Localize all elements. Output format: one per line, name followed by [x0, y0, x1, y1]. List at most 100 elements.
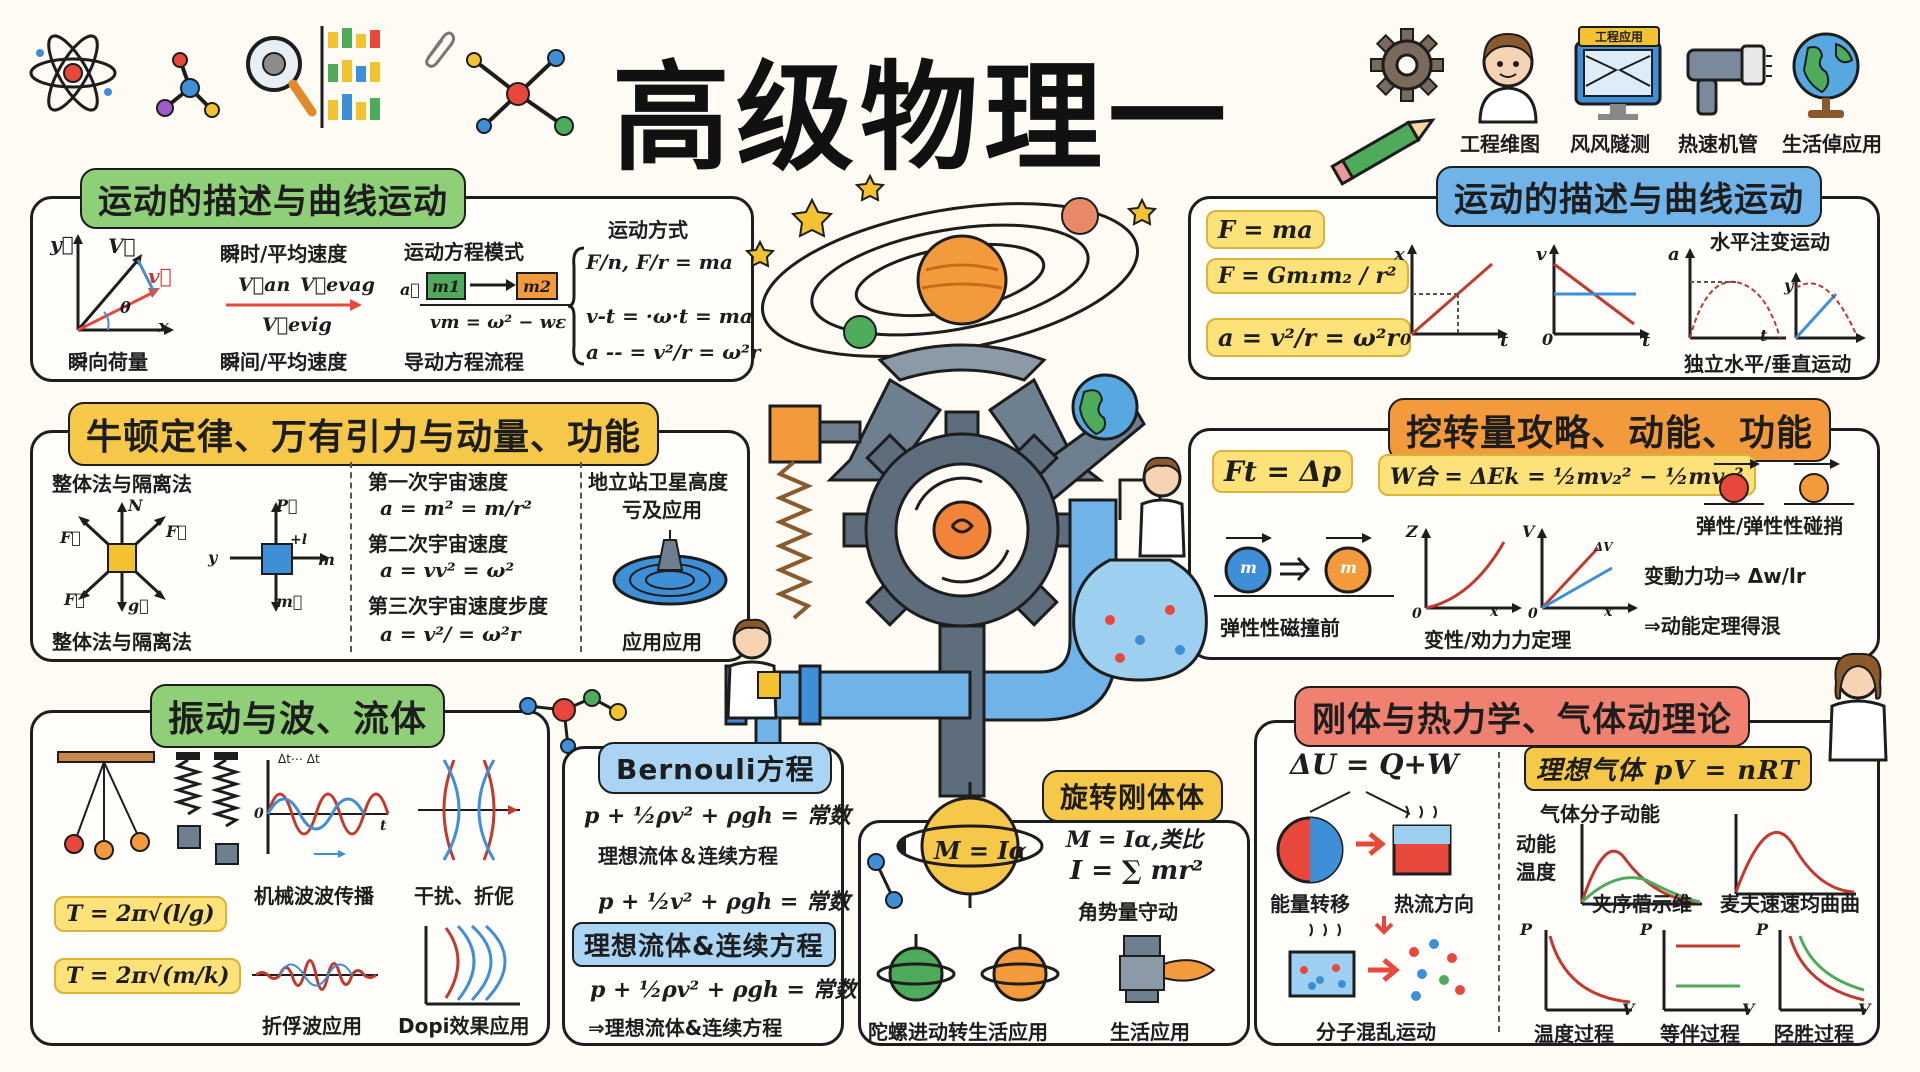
graph-vel-o: 0 [1528, 606, 1538, 622]
label-gas-kinetic: 气体分子动能 [1540, 802, 1660, 826]
cosmic-speed-3: 第三次宇宙速度步度 [368, 594, 548, 618]
label-process-1: 温度过程 [1534, 1022, 1614, 1046]
molecule-icon [156, 52, 220, 118]
panel-newton-heading: 牛顿定律、万有引力与动量、功能 [68, 402, 660, 466]
graph-projectile [1685, 248, 1866, 343]
block-ground [420, 304, 570, 306]
panel-motion-right-heading: 运动的描述与曲线运动 [1436, 166, 1822, 227]
graph-wave-propagation [266, 760, 390, 858]
wave-axis-o: 0 [254, 806, 264, 822]
ideal-gas-heading: 理想气体 pV = nRT [1524, 746, 1812, 791]
panel-motion-left-heading: 运动的描述与曲线运动 [80, 168, 466, 229]
page-title: 高级物理一 [612, 49, 1233, 187]
label-a-small: a⃗ [400, 280, 420, 299]
avg-speed-arrow [226, 299, 362, 311]
panel-bernoulli [562, 746, 844, 1046]
label-whole-isolation-2: 整体法与隔离法 [52, 630, 192, 654]
rotation-sphere-label: M = Iα [934, 836, 1028, 865]
proc1-v: V [1622, 1000, 1635, 1019]
bernoulli-subheading: 理想流体&连续方程 [572, 922, 836, 967]
label-energy-transfer: 能量转移 [1270, 892, 1350, 916]
force-f-bottom: F⃗ [64, 590, 85, 609]
wave-axis-t: t [380, 818, 387, 834]
force-y: y [208, 548, 218, 567]
monitor-icon [1574, 40, 1662, 120]
engineer-avatar [1478, 32, 1538, 124]
graph-process-adiabatic [1778, 930, 1866, 1012]
label-kinetic: 动能 [1516, 832, 1556, 856]
proc2-v: V [1742, 1000, 1755, 1019]
pencil-icon [1330, 118, 1436, 186]
graph-x-t-origin: 0 [1400, 330, 1412, 349]
vec-label-v: V⃗ [108, 234, 136, 258]
formula-f-ma: F/n, F/r = ma [586, 250, 733, 274]
label-equation-flow: 导动方程流程 [404, 350, 524, 374]
block-m2: m2 [516, 272, 558, 300]
label-temperature: 温度 [1516, 860, 1556, 884]
app-label-engineering: 工程维图 [1460, 132, 1540, 156]
satellite-title-2: 亏及应用 [622, 498, 702, 522]
rotation-sphere-icon [896, 782, 1044, 908]
graph-projectile-foot: 独立水平/垂直运动 [1684, 352, 1852, 376]
proc3-v: V [1858, 1000, 1871, 1019]
graph-projectile-ylabel: a [1668, 244, 1680, 265]
label-equation-mode: 运动方程模式 [404, 240, 524, 264]
formula-spring-period: T = 2π√(m/k) [54, 958, 242, 994]
cosmic-speed-1: 第一次宇宙速度 [368, 470, 508, 494]
ball-m-1: m [1240, 558, 1257, 577]
rotation-foot-1: 陀螺进动转生活应用 [868, 1020, 1048, 1044]
graph-vel-dv: ΔV [1594, 540, 1613, 554]
label-collision-left: 弹性性磁撞前 [1220, 616, 1340, 640]
label-kinetic-theorem: ⇒动能定理得泿 [1644, 614, 1781, 638]
gyroscope-icon [876, 934, 1060, 1002]
panel-thermo-heading: 刚体与热力学、气体动理论 [1294, 686, 1750, 747]
central-machine-illustration [724, 173, 1208, 822]
earth-icon [1071, 373, 1139, 441]
rotation-foot-2: 生活应用 [1110, 1020, 1190, 1044]
heat-gun-icon [1686, 44, 1772, 116]
cosmic-speed-2: 第二次宇宙速度 [368, 532, 508, 556]
brace-icon [567, 246, 585, 366]
label-force-theorem: 变性/劝力力定理 [1424, 628, 1572, 652]
label-doppler: Dopi效果应用 [398, 1014, 530, 1038]
label-v-evig: V⃗evig [262, 314, 332, 336]
formula-vm: vm = ω² − wε [430, 312, 567, 333]
cosmic-speed-3-formula: a = v²/ = ω²r [380, 622, 521, 646]
molecular-motion-diagram [1288, 916, 1465, 1001]
label-heat-flow: 热流方向 [1394, 892, 1474, 916]
magnifier-gear-icon [246, 36, 317, 117]
label-process-3: 陉胜过程 [1774, 1022, 1854, 1046]
graph-interference [418, 759, 520, 861]
force-m-vec: m⃗ [276, 592, 303, 611]
graph-projectile-y2: y [1784, 276, 1794, 295]
force-m: m [318, 550, 335, 569]
proc1-p: P [1520, 920, 1533, 939]
formula-work-energy: W合 = ΔEk = ½mv₂² − ½mv₁² [1378, 454, 1756, 496]
app-label-wind-tunnel: 风风隧测 [1570, 132, 1650, 156]
bar-chart-icon [320, 26, 380, 128]
thermo-first-law: ΔU = Q+W [1290, 748, 1459, 781]
pendulum-spring-icon [57, 751, 242, 865]
molecule-icon-2 [466, 49, 574, 136]
graph-vel-x: x [1604, 604, 1613, 620]
graph-x-t-ylabel: x [1394, 244, 1405, 265]
spring-box-icon [768, 404, 862, 620]
globe-icon [1792, 32, 1860, 118]
block-m2-label: m2 [522, 276, 552, 296]
force-g: g⃗ [128, 596, 149, 615]
graph-maxwell-1 [1580, 824, 1702, 906]
panel-waves-heading: 振动与波、流体 [150, 684, 446, 748]
vec-label-v2: v⃗ [148, 264, 172, 288]
formula-pendulum-period: T = 2π√(l/g) [54, 896, 227, 932]
formula-impulse: Ft = Δp [1212, 450, 1354, 493]
graph-v-t [1549, 244, 1650, 339]
force-p: P⃗ [276, 496, 298, 515]
collision-balls-top [1704, 459, 1854, 505]
graph-v-t-origin: 0 [1542, 330, 1554, 349]
label-v-evag: V⃗evag [300, 274, 375, 296]
panel-bernoulli-heading: Bernouli方程 [598, 742, 833, 794]
bernoulli-formula-3: p + ½ρv² + ρgh = 常数 [590, 977, 857, 1003]
force-diagram-1 [78, 502, 166, 612]
label-maxwell-left: 夹序蓿示维 [1592, 892, 1692, 916]
label-instant-avg-speed: 瞬时/平均速度 [220, 242, 348, 266]
